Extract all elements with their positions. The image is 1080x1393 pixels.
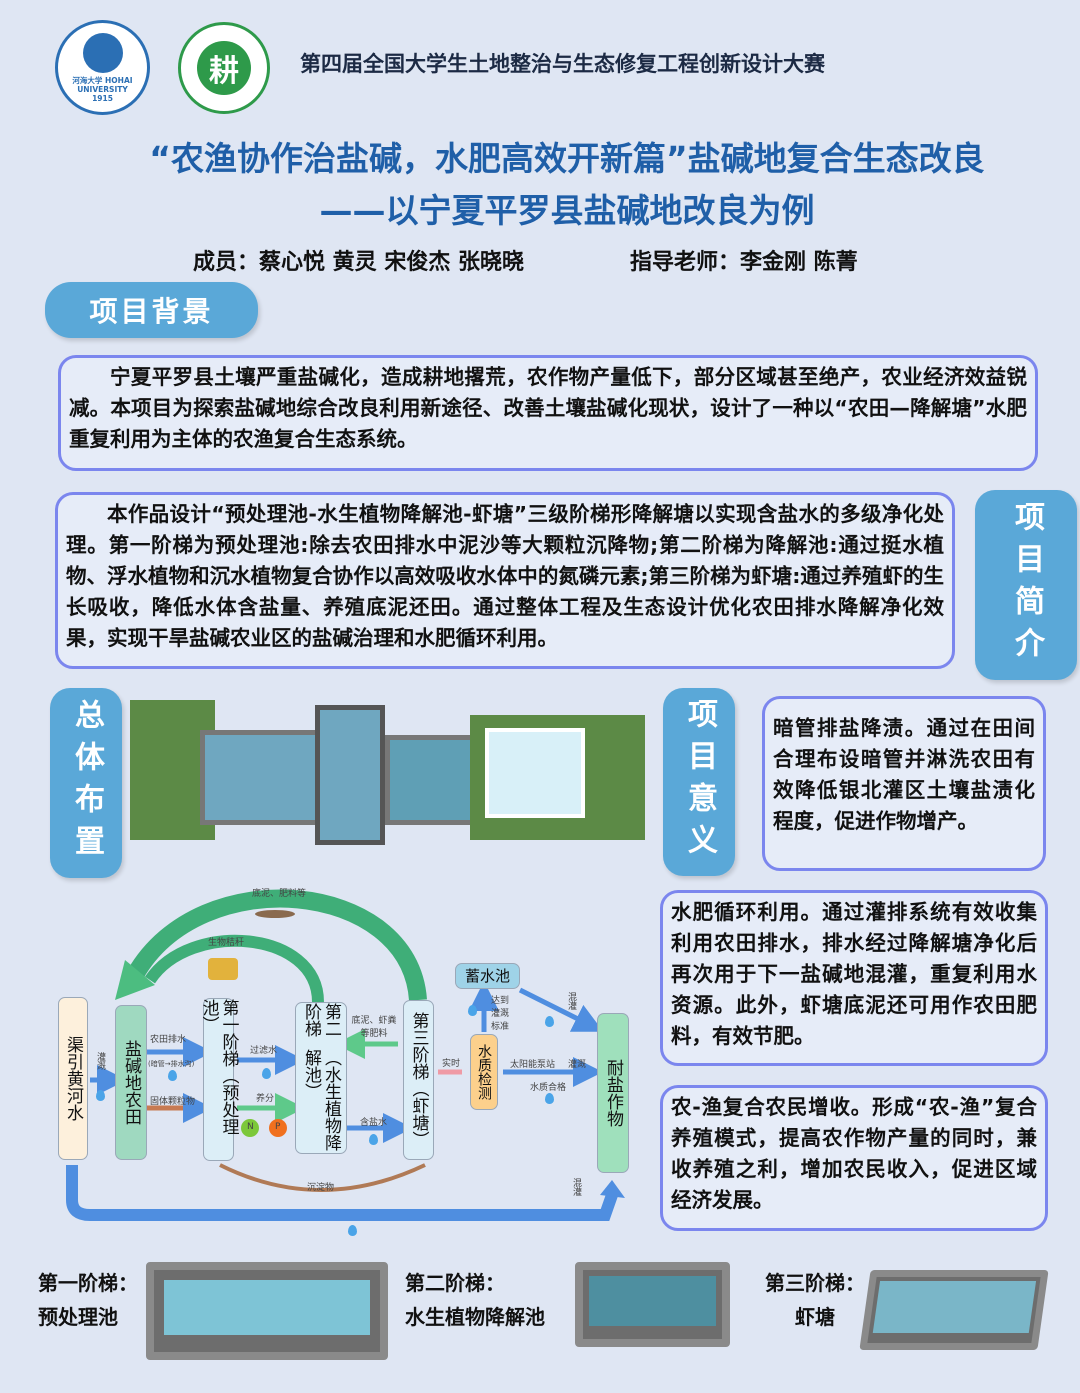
stage3-name: 虾塘: [795, 1305, 835, 1329]
label-standard: 达到灌溉标准: [491, 996, 510, 1032]
node-quality: 水质检测: [470, 1034, 498, 1110]
intro-box: 本作品设计“预处理池-水生植物降解池-虾塘”三级阶梯形降解塘以实现含盐水的多级净…: [55, 492, 955, 669]
label-solids: 固体颗粒物: [150, 1097, 196, 1107]
label-sludge: 底泥、虾粪等肥料: [351, 1016, 397, 1039]
label-nutrients: 养分: [256, 1094, 275, 1104]
label-solar: 太阳能泵站: [510, 1060, 556, 1070]
stage2-caption: 第二阶梯： 水生植物降解池: [405, 1266, 545, 1334]
label-mix1: 混灌: [566, 992, 576, 1010]
label-salt-water: 含盐水: [360, 1118, 388, 1128]
label-n: N: [247, 1122, 254, 1132]
significance-box-2: 水肥循环利用。通过灌排系统有效收集利用农田排水，排水经过降解塘净化后再次用于下一…: [660, 890, 1048, 1066]
intro-text: 本作品设计“预处理池-水生植物降解池-虾塘”三级阶梯形降解塘以实现含盐水的多级净…: [66, 502, 944, 650]
significance-text: 水肥循环利用。通过灌排系统有效收集利用农田排水，排水经过降解塘净化后再次用于下一…: [671, 900, 1037, 1048]
label-p: P: [275, 1122, 281, 1132]
label-drain-sub: (暗管→排水沟): [148, 1060, 195, 1068]
title-line1: “农渔协作治盐碱，水肥高效开新篇”盐碱地复合生态改良: [149, 139, 985, 178]
label-straw: 生物秸秆: [208, 938, 245, 948]
water-drop-icon: [348, 1225, 357, 1236]
node-reservoir: 蓄水池: [455, 963, 520, 989]
label-irrigate: 灌溉: [95, 1052, 105, 1070]
node-stage3: 第三阶梯（虾塘）: [403, 1000, 434, 1160]
node-farmland: 盐碱地农田: [115, 1005, 147, 1160]
stage3-title: 第三阶梯：: [765, 1271, 865, 1295]
stage2-name: 水生植物降解池: [405, 1305, 545, 1329]
nitrogen-icon: [241, 1119, 259, 1137]
stage2-label: 第二阶梯: [301, 1003, 341, 1037]
stage2-title: 第二阶梯：: [405, 1271, 505, 1295]
stage1-caption: 第一阶梯： 预处理池: [38, 1266, 138, 1334]
water-drop-icon: [545, 1016, 554, 1027]
water-drop-icon: [545, 1093, 554, 1104]
straw-icon: [208, 958, 238, 980]
significance-text: 农-渔复合农民增收。形成“农-渔”复合养殖模式，提高农作物产量的同时，兼收养殖之…: [671, 1095, 1037, 1212]
label-sediment: 沉淀物: [307, 1183, 335, 1193]
phosphorus-icon: [269, 1119, 287, 1137]
section-tab-background: 项目背景: [45, 282, 258, 338]
stage3-image: [859, 1270, 1049, 1350]
section-tab-intro: 项目简介: [975, 490, 1077, 680]
label-drain: 农田排水: [150, 1035, 187, 1045]
water-drop-icon: [96, 1090, 105, 1101]
stage3-caption: 第三阶梯： 虾塘: [765, 1266, 865, 1334]
section-tab-significance: 项目意义: [663, 688, 735, 876]
layout-3d-image: [130, 700, 645, 850]
background-box: 宁夏平罗县土壤严重盐碱化，造成耕地撂荒，农作物产量低下，部分区域甚至绝产，农业经…: [58, 355, 1038, 471]
label-top-loop: 底泥、肥料等: [252, 889, 307, 899]
advisors: 指导老师：李金刚 陈菁: [630, 250, 858, 275]
node-stage2: 第二阶梯 （水生植物降解池）: [295, 1002, 347, 1154]
stage1-title: 第一阶梯：: [38, 1271, 138, 1295]
node-stage1: 第一阶梯（预处理池）: [199, 998, 239, 1161]
water-drop-icon: [168, 1070, 177, 1081]
significance-box-1: 暗管排盐降渍。通过在田间合理布设暗管并淋洗农田有效降低银北灌区土壤盐渍化程度，促…: [762, 696, 1046, 871]
background-text: 宁夏平罗县土壤严重盐碱化，造成耕地撂荒，农作物产量低下，部分区域甚至绝产，农业经…: [69, 365, 1027, 451]
water-drop-icon: [369, 1134, 378, 1145]
section-tab-layout: 总体布置: [50, 688, 122, 878]
logo1-text: 河海大学 HOHAI UNIVERSITY 1915: [72, 75, 133, 103]
logo-glyph: 耕: [197, 41, 251, 95]
members: 成员：蔡心悦 黄灵 宋俊杰 张晓晓: [193, 250, 524, 275]
node-crops: 耐盐作物: [597, 1013, 629, 1173]
title-line2: ——以宁夏平罗县盐碱地改良为例: [319, 191, 815, 230]
hohai-university-logo: 河海大学 HOHAI UNIVERSITY 1915: [55, 20, 150, 115]
label-mix2: 混灌: [571, 1178, 581, 1196]
label-irrigate2: 灌溉: [568, 1060, 587, 1070]
water-drop-icon: [262, 1068, 271, 1079]
label-realtime: 实时: [442, 1059, 461, 1069]
label-filtered: 过滤水: [250, 1046, 278, 1056]
stage2-image: [575, 1262, 730, 1347]
significance-box-3: 农-渔复合农民增收。形成“农-渔”复合养殖模式，提高农作物产量的同时，兼收养殖之…: [660, 1085, 1048, 1231]
competition-logo: 耕: [178, 22, 270, 114]
sludge-icon: [255, 910, 295, 918]
label-qualified: 水质合格: [530, 1083, 567, 1093]
water-drop-icon: [468, 1005, 477, 1016]
stage1-image: [146, 1262, 388, 1360]
significance-text: 暗管排盐降渍。通过在田间合理布设暗管并淋洗农田有效降低银北灌区土壤盐渍化程度，促…: [773, 716, 1035, 833]
stage2-sub: （水生植物降解池）: [301, 1049, 341, 1152]
stage1-name: 预处理池: [38, 1305, 118, 1329]
node-source: 渠引黄河水: [58, 997, 88, 1160]
contest-name: 第四届全国大学生土地整治与生态修复工程创新设计大赛: [300, 52, 825, 76]
